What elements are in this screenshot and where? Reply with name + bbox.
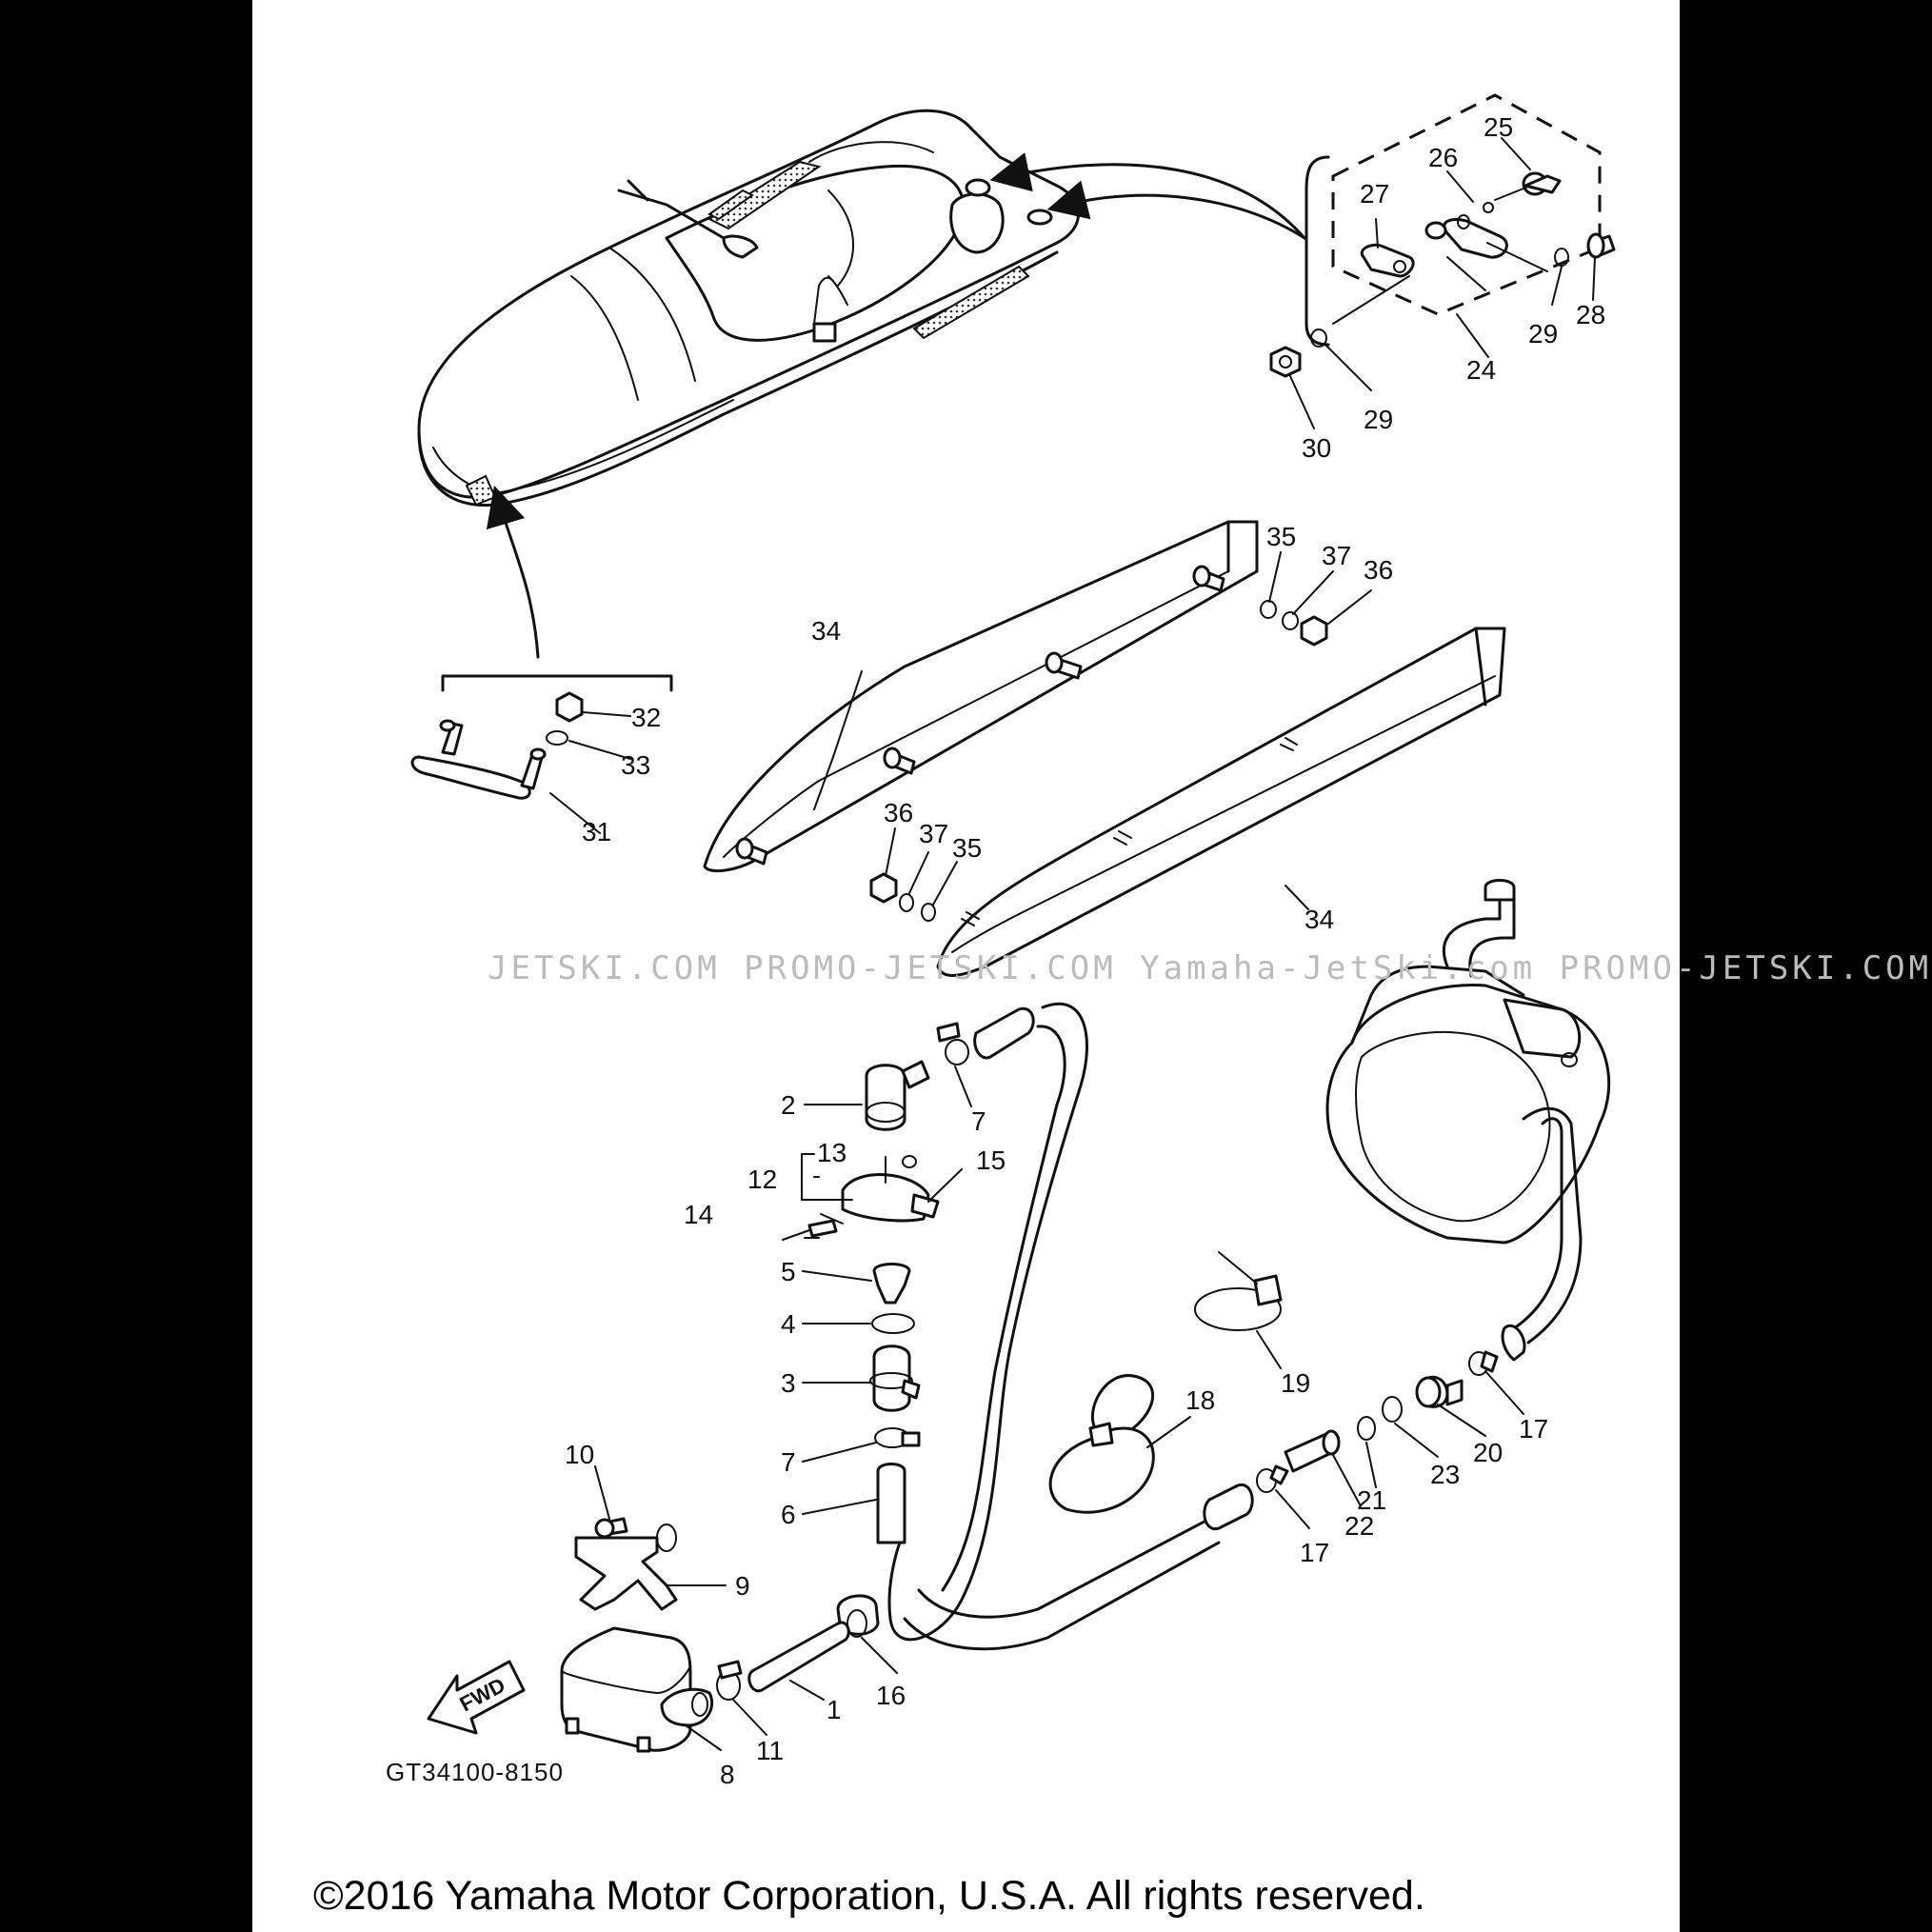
callout-37-lower: 37 <box>919 819 948 848</box>
jet-pump-nozzle <box>1325 879 1611 1362</box>
callout-21: 21 <box>1357 1485 1386 1515</box>
sponson-hardware <box>869 600 1328 922</box>
callout-7-upper: 7 <box>971 1106 986 1136</box>
callout-8: 8 <box>720 1760 735 1789</box>
callout-17-left: 17 <box>1300 1538 1329 1567</box>
callout-13: 13 <box>817 1138 846 1167</box>
callout-1: 1 <box>827 1695 842 1724</box>
callout-24: 24 <box>1466 355 1496 385</box>
callout-15: 15 <box>976 1145 1006 1175</box>
callout-9: 9 <box>735 1571 750 1601</box>
callout-37-upper: 37 <box>1322 541 1351 570</box>
callout-17-right: 17 <box>1519 1414 1548 1444</box>
copyright-notice: ©2016 Yamaha Motor Corporation, U.S.A. A… <box>313 1873 1425 1919</box>
callout-30: 30 <box>1302 433 1331 463</box>
callout-11: 11 <box>756 1736 784 1765</box>
sponson-upper <box>703 520 1259 873</box>
callout-25: 25 <box>1484 112 1513 142</box>
callout-labels: 1 2 3 4 5 6 7 7 8 9 10 11 12 13 14 15 16… <box>565 112 1605 1789</box>
callout-19: 19 <box>1281 1368 1310 1398</box>
watercraft-hull-illustration <box>417 109 1080 508</box>
drawing-code: GT34100-8150 <box>386 1758 564 1786</box>
callout-4: 4 <box>781 1309 796 1339</box>
drain-plug-detail-group <box>1269 93 1616 378</box>
leader-arrow <box>1046 180 1306 240</box>
callout-36-lower: 36 <box>884 798 913 827</box>
leader-lines <box>549 137 1596 1751</box>
callout-20: 20 <box>1473 1438 1503 1467</box>
callout-5: 5 <box>781 1257 796 1286</box>
callout-2: 2 <box>781 1090 796 1120</box>
callout-18: 18 <box>1185 1385 1215 1415</box>
callout-22: 22 <box>1344 1511 1374 1541</box>
callout-23: 23 <box>1430 1460 1460 1489</box>
bilge-assembly <box>427 1002 1499 1753</box>
callout-12: 12 <box>747 1165 777 1194</box>
leader-arrow <box>989 152 1306 240</box>
callout-10: 10 <box>565 1440 594 1469</box>
callout-29-left: 29 <box>1364 405 1393 434</box>
diagram-sheet <box>252 0 1680 1932</box>
callout-3: 3 <box>781 1368 796 1398</box>
callout-7-lower: 7 <box>781 1447 796 1477</box>
callout-35-upper: 35 <box>1266 522 1296 551</box>
callout-29-right: 29 <box>1528 319 1558 349</box>
callout-32: 32 <box>631 703 661 732</box>
leader-arrow <box>486 485 540 659</box>
callout-27: 27 <box>1360 179 1389 209</box>
sponson-lower <box>936 627 1506 977</box>
callout-16: 16 <box>876 1681 906 1710</box>
callout-36-upper: 36 <box>1364 555 1393 585</box>
callout-14: 14 <box>684 1200 713 1229</box>
callout-33: 33 <box>621 750 650 780</box>
callout-34-lower: 34 <box>1305 905 1334 934</box>
callout-31: 31 <box>582 817 611 846</box>
callout-35-lower: 35 <box>952 833 982 863</box>
group-bracket-12 <box>801 1153 853 1201</box>
bracket-assembly <box>410 674 673 800</box>
callout-34-upper: 34 <box>811 616 841 646</box>
callout-26: 26 <box>1428 143 1458 172</box>
callout-6: 6 <box>781 1500 796 1529</box>
watermark: JETSKI.COM PROMO-JETSKI.COM Yamaha-JetSk… <box>488 949 1932 987</box>
callout-28: 28 <box>1576 300 1605 329</box>
